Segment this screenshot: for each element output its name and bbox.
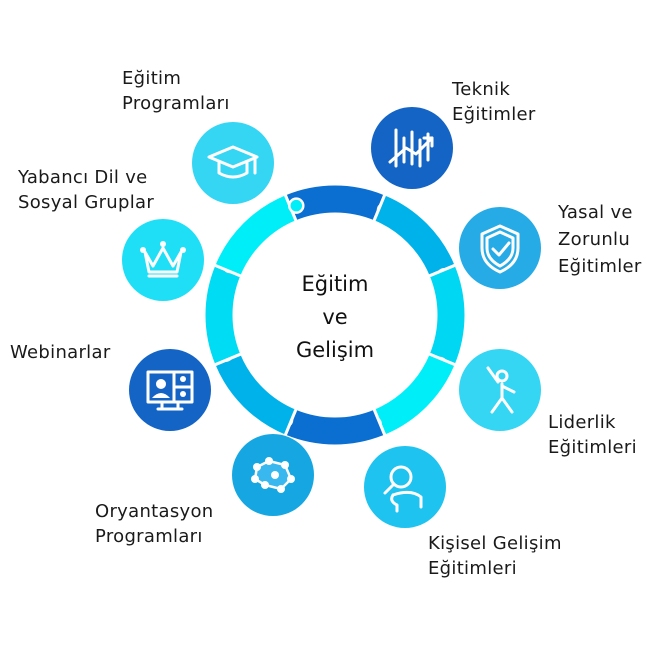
label-line: Eğitimler <box>558 256 642 277</box>
node-oryantasyon <box>232 434 314 516</box>
head-magnifier-icon <box>383 465 423 513</box>
label-line: Teknik <box>452 79 511 100</box>
label-teknik-egitimler: Teknik Eğitimler <box>452 77 536 127</box>
node-teknik-egitimler <box>371 107 453 189</box>
ring-segment <box>282 406 388 448</box>
label-line: Sosyal Gruplar <box>18 192 155 213</box>
node-circle <box>192 122 274 204</box>
label-line: Eğitimler <box>452 104 536 125</box>
label-line: Yabancı Dil ve <box>18 167 148 188</box>
label-yasal-zorunlu: Yasal ve Zorunlu Eğitimler <box>558 199 642 280</box>
node-circle <box>459 207 541 289</box>
label-kisisel-gelisim: Kişisel Gelişim Eğitimleri <box>428 531 562 581</box>
shield-check-icon <box>480 224 520 274</box>
puzzle-tab <box>288 197 305 214</box>
node-circle <box>459 349 541 431</box>
network-icon <box>251 457 295 493</box>
ring-segment <box>212 192 299 279</box>
label-egitim-programlari: Eğitim Programları <box>122 66 230 116</box>
center-title-line: Eğitim <box>301 272 369 296</box>
node-yabanci-dil <box>122 219 204 301</box>
label-line: Eğitim <box>122 68 182 89</box>
label-line: Yasal ve <box>558 202 633 223</box>
node-circle <box>122 219 204 301</box>
label-line: Eğitimleri <box>428 558 517 579</box>
label-oryantasyon: Oryantasyon Programları <box>95 499 214 549</box>
label-line: Oryantasyon <box>95 501 214 522</box>
ring-segment <box>202 262 244 368</box>
node-egitim-programlari <box>192 122 274 204</box>
growth-chart-icon <box>388 128 434 168</box>
node-liderlik <box>459 349 541 431</box>
node-circle <box>129 349 211 431</box>
label-line: Programları <box>122 93 230 114</box>
graduation-cap-icon <box>207 145 259 179</box>
ring-segment <box>371 192 458 279</box>
label-line: Eğitimleri <box>548 437 637 458</box>
label-line: Kişisel Gelişim <box>428 533 562 554</box>
label-liderlik: Liderlik Eğitimleri <box>548 410 637 460</box>
label-line: Programları <box>95 526 203 547</box>
center-title-line: ve <box>322 305 348 329</box>
video-conference-icon <box>146 370 194 411</box>
crown-icon <box>140 241 186 278</box>
person-celebrating-icon <box>486 366 516 414</box>
label-webinarlar: Webinarlar <box>10 340 111 365</box>
center-title-line: Gelişim <box>295 338 375 362</box>
node-circles <box>122 107 541 528</box>
node-webinarlar <box>129 349 211 431</box>
puzzle-ring <box>202 182 468 448</box>
ring-segment <box>426 262 468 368</box>
center-title: Eğitim ve Gelişim <box>255 268 415 367</box>
label-line: Liderlik <box>548 412 616 433</box>
node-kisisel-gelisim <box>364 446 446 528</box>
label-yabanci-dil: Yabancı Dil ve Sosyal Gruplar <box>18 165 154 215</box>
node-yasal-zorunlu <box>459 207 541 289</box>
label-line: Webinarlar <box>10 342 111 363</box>
label-line: Zorunlu <box>558 229 631 250</box>
